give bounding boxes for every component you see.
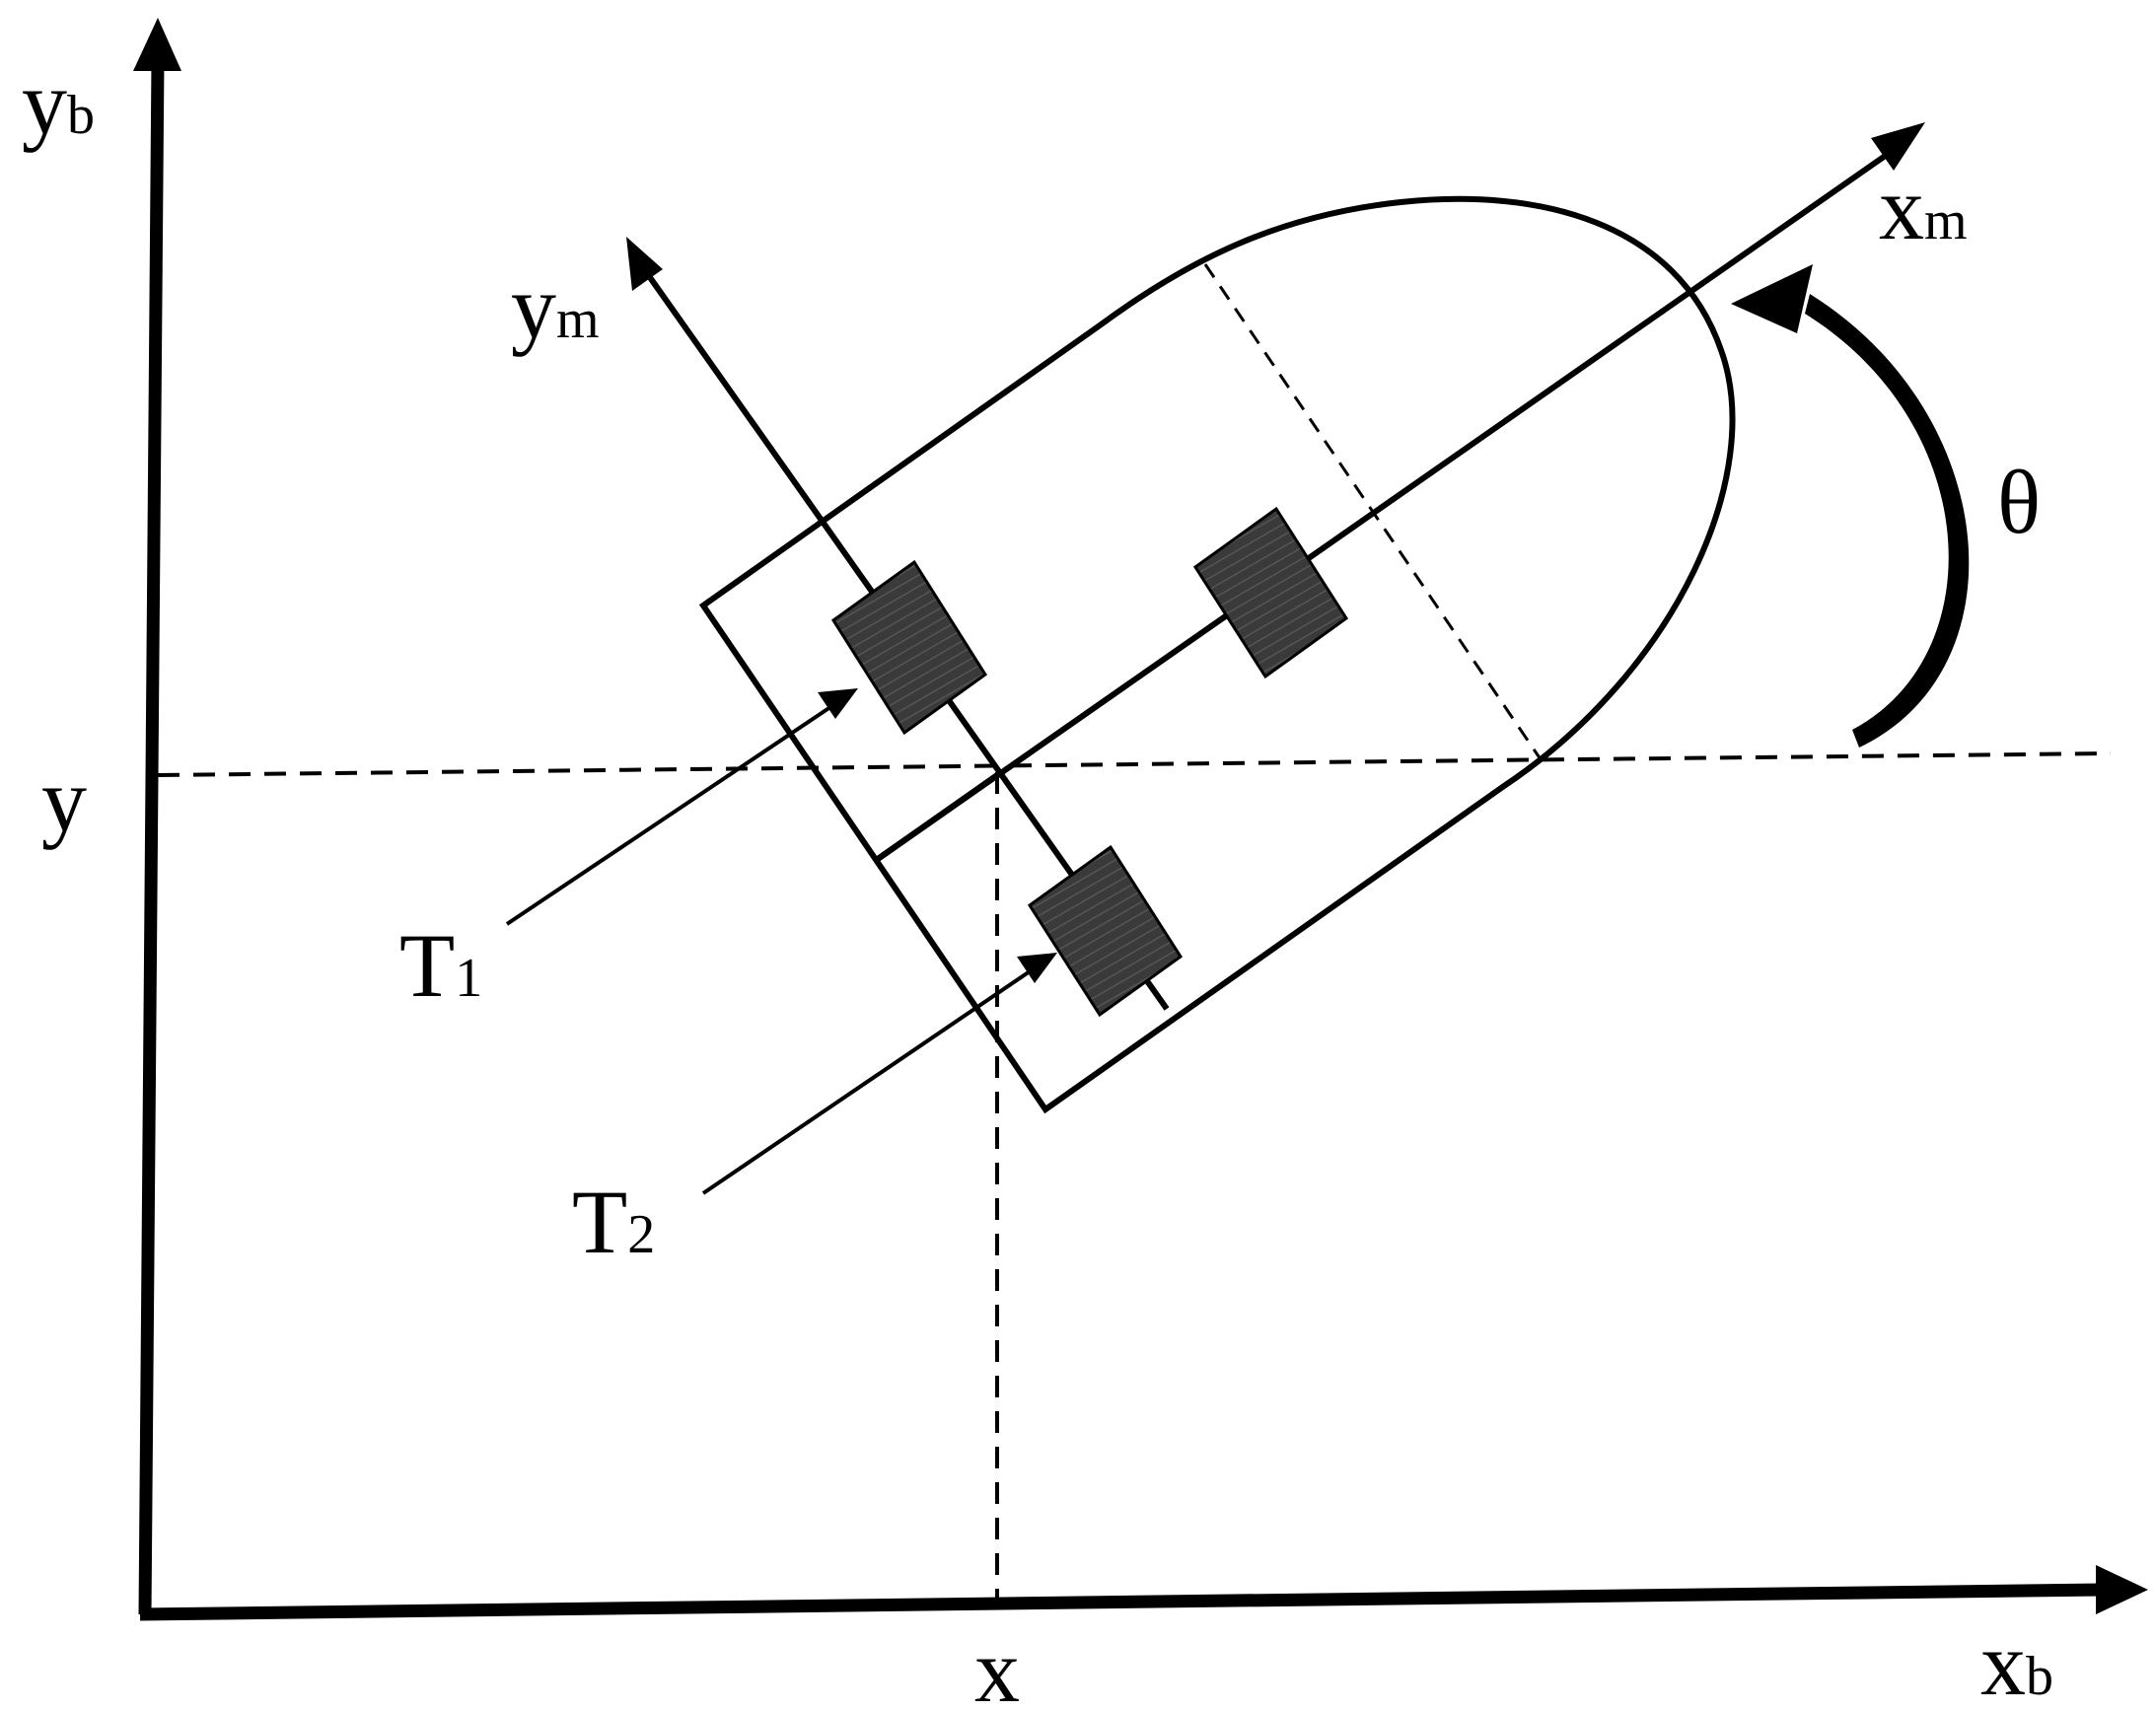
xb-axis-label: xb xyxy=(1980,1613,2053,1711)
xm-axis-arrowhead xyxy=(1871,122,1925,171)
t2-label: T2 xyxy=(572,1172,655,1272)
theta-angle-arrowhead xyxy=(1731,264,1813,333)
thruster-left xyxy=(830,559,988,736)
t2-thrust-arrowhead xyxy=(1017,953,1057,983)
theta-label: θ xyxy=(1997,452,2041,552)
t1-thrust-arrowhead xyxy=(818,688,858,719)
theta-angle-arc xyxy=(1805,294,1970,748)
xb-axis-line xyxy=(139,1583,2102,1621)
t2-thrust-arrow-line xyxy=(701,965,1038,1195)
xm-axis-label: xm xyxy=(1879,158,1968,258)
yb-axis-arrowhead xyxy=(133,18,181,71)
thruster-center xyxy=(1192,506,1349,679)
x-projection-label: x xyxy=(974,1620,1020,1711)
y-projection-label: y xyxy=(41,749,87,850)
ym-axis-label: ym xyxy=(511,256,600,357)
vessel-hull xyxy=(698,195,1736,1114)
thruster-right xyxy=(1027,844,1184,1018)
yb-axis-line xyxy=(138,58,165,1615)
yb-axis-label: yb xyxy=(22,52,95,153)
y-projection-line xyxy=(157,751,2112,777)
t1-label: T1 xyxy=(399,915,482,1016)
xm-axis-line xyxy=(876,147,1896,862)
t1-thrust-arrow-line xyxy=(505,701,838,926)
ym-axis-arrowhead xyxy=(626,237,663,291)
xb-axis-arrowhead xyxy=(2096,1565,2148,1614)
